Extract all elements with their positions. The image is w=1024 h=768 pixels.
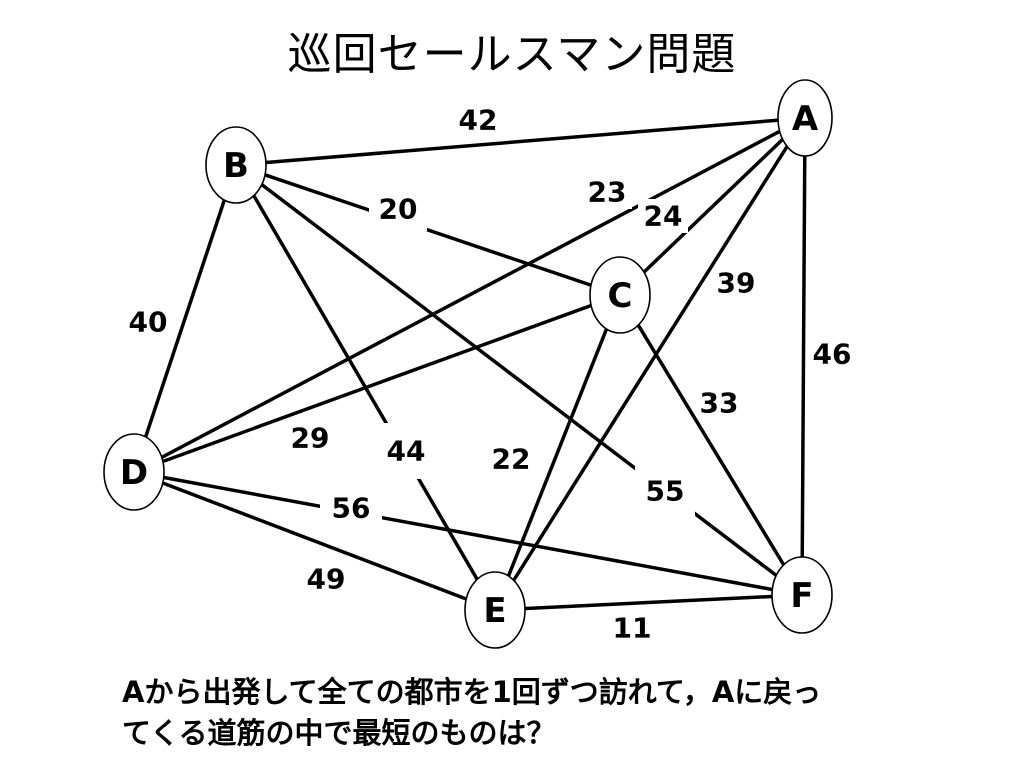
- edge-weight-A-F: 46: [813, 338, 852, 371]
- node-circle-E: [464, 571, 526, 649]
- node-label-C: C: [608, 276, 633, 316]
- label-masks-layer: [320, 175, 695, 526]
- edge-B-F: [234, 163, 804, 597]
- weight-mask-A-C: [638, 199, 688, 233]
- edge-B-E: [234, 164, 497, 611]
- node-label-D: D: [120, 453, 148, 493]
- node-circle-D: [103, 433, 165, 511]
- edge-weight-A-C: 24: [644, 200, 683, 233]
- edge-weight-D-F: 56: [332, 492, 371, 525]
- node-F: F: [771, 556, 833, 634]
- node-circle-B: [205, 126, 267, 204]
- edge-A-E: [493, 117, 807, 611]
- node-E: E: [464, 571, 526, 649]
- weight-mask-C-E: [486, 435, 536, 483]
- weight-mask-B-C: [369, 187, 427, 231]
- edge-weight-B-C: 20: [379, 193, 418, 226]
- question-line-2: てくる道筋の中で最短のものは？: [122, 716, 556, 750]
- weight-mask-A-D: [582, 175, 632, 209]
- weight-mask-B-E: [380, 423, 432, 479]
- edge-B-C: [235, 163, 621, 297]
- node-label-F: F: [790, 576, 813, 616]
- edge-weight-D-E: 49: [307, 563, 346, 596]
- edge-weight-A-E: 39: [717, 267, 756, 300]
- edge-weight-B-A: 42: [459, 104, 498, 137]
- edge-A-F: [800, 117, 807, 596]
- edge-weight-E-F: 11: [613, 612, 652, 645]
- edge-weight-C-E: 22: [492, 443, 531, 476]
- edge-D-E: [133, 470, 496, 612]
- edge-E-F: [494, 593, 803, 612]
- nodes-layer: A B C D E F: [103, 79, 833, 649]
- node-circle-C: [589, 256, 651, 334]
- node-C: C: [589, 256, 651, 334]
- edge-weight-C-D: 29: [291, 422, 330, 455]
- node-label-E: E: [483, 591, 506, 631]
- edge-C-D: [133, 293, 621, 474]
- node-circle-F: [771, 556, 833, 634]
- edges-layer: [132, 116, 807, 612]
- edge-A-C: [618, 116, 807, 297]
- node-label-A: A: [792, 99, 819, 139]
- edge-weight-C-F: 33: [700, 387, 739, 420]
- edge-A-D: [133, 116, 806, 474]
- edge-C-E: [493, 294, 622, 611]
- weight-mask-D-F: [320, 490, 382, 526]
- node-circle-A: [777, 79, 833, 157]
- edge-B-D: [132, 164, 238, 473]
- edge-weight-A-D: 23: [588, 176, 627, 209]
- question-line-1: Aから出発して全ての都市を1回ずつ訪れて，Aに戻っ: [122, 675, 822, 709]
- node-A: A: [777, 79, 833, 157]
- edge-C-F: [618, 294, 804, 596]
- edge-D-F: [133, 470, 803, 597]
- weights-layer: 42 20 23 24 39 46 40 29 44 22 33 55 56 49 11: [129, 104, 852, 645]
- node-D: D: [103, 433, 165, 511]
- node-label-B: B: [223, 146, 249, 186]
- edge-weight-B-E: 44: [387, 435, 426, 468]
- weight-mask-B-F: [635, 461, 695, 521]
- node-B: B: [205, 126, 267, 204]
- edge-B-A: [235, 116, 806, 167]
- edge-weight-B-F: 55: [646, 475, 685, 508]
- slide-title: 巡回セールスマン問題: [287, 29, 737, 80]
- edge-weight-B-D: 40: [129, 306, 168, 339]
